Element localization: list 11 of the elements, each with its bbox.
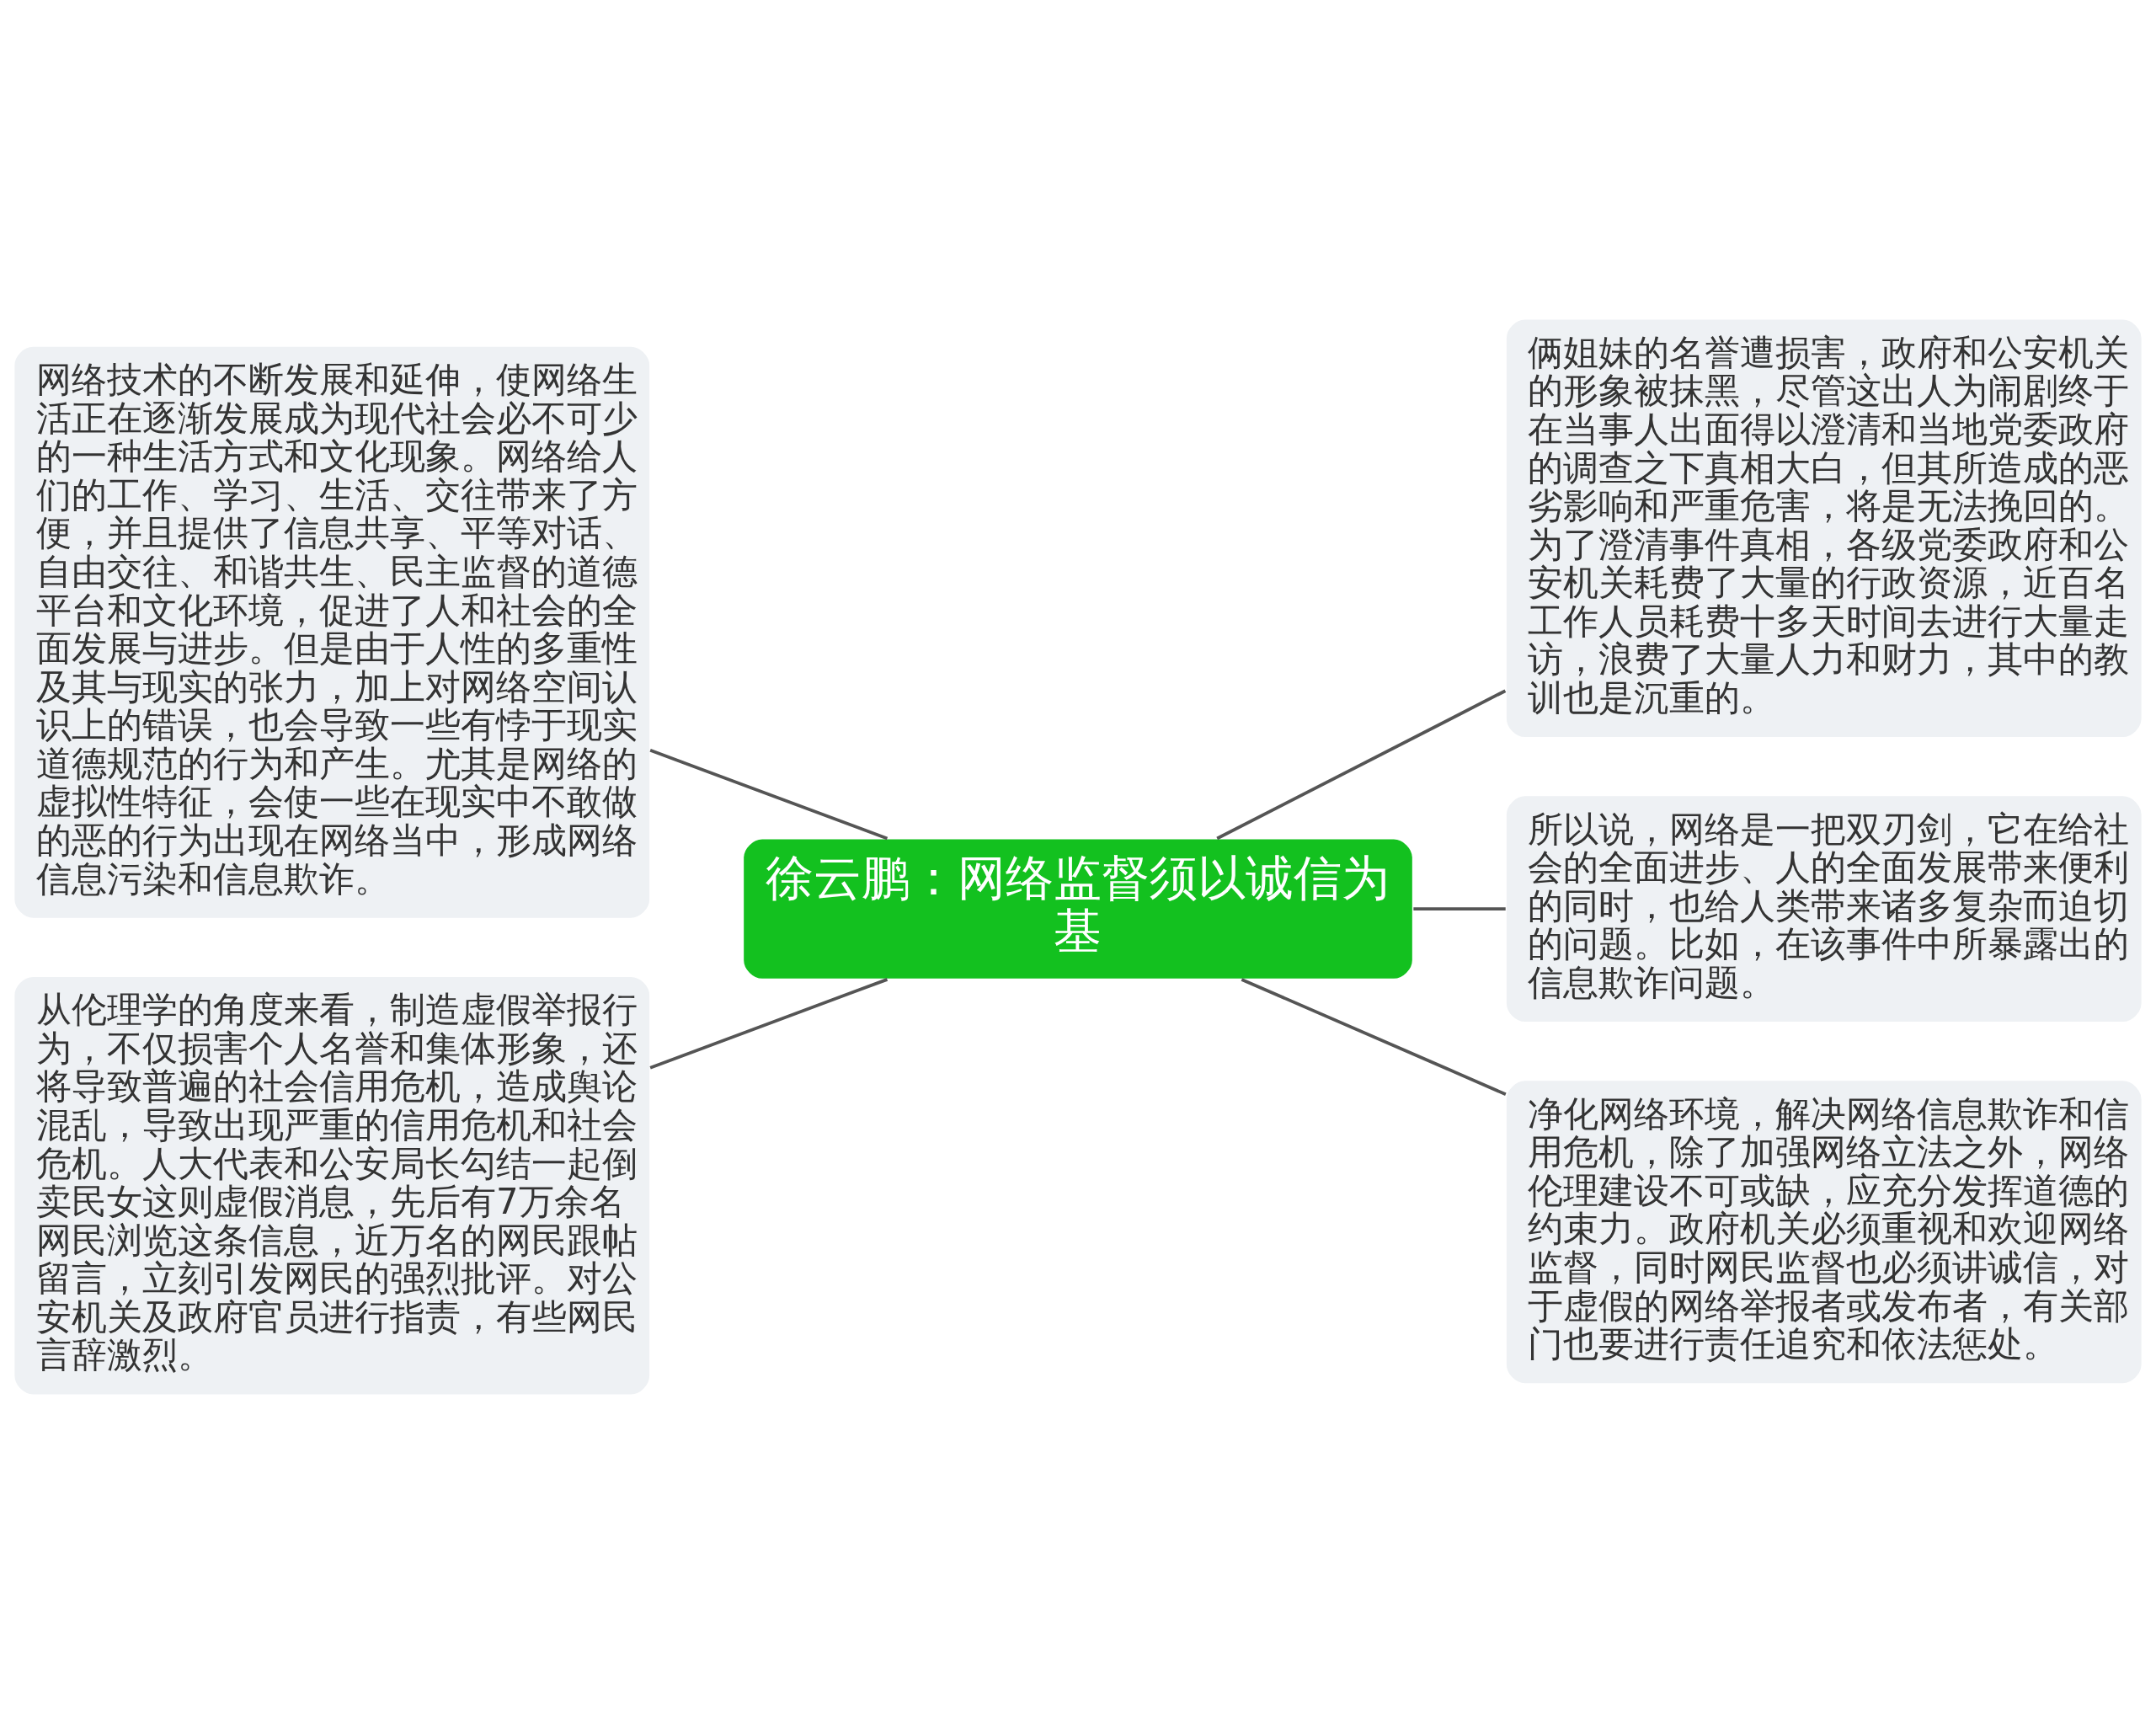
connector [649, 748, 889, 841]
node-box: 徐云鹏：网络监督须以诚信为基 [742, 837, 1414, 980]
node-box: 网络技术的不断发展和延伸，使网络生活正在逐渐发展成为现代社会必不可少的一种生活方式和文化现象。网络给人们的工作、学习、生活、交往带来了方便，并且提供了信息共享、平等对话、自由交往、和谐共生、民主监督的道德平台和文化环境，促进了人和社会的全面发展与进步。但是由于人性的多重性及其与现实的张力，加上对网络空间认识上的错误，也会导致一些有悖于现实道德规范的行为和产生。尤其是网络的虚拟性特征，会使一些在现实中不敢做的恶的行为出现在网络当中，形成网络信息污染和信息欺诈。 [13, 344, 652, 920]
node-box: 从伦理学的角度来看，制造虚假举报行为，不仅损害个人名誉和集体形象，还将导致普遍的社会信用危机，造成舆论混乱，导致出现严重的信用危机和社会危机。人大代表和公安局长勾结一起倒卖民女这则虚假消息，先后有7万余名网民浏览这条信息，近万名的网民跟帖留言，立刻引发网民的强烈批评。对公安机关及政府官员进行指责，有些网民言辞激烈。 [13, 975, 652, 1396]
connector [1413, 907, 1506, 911]
node-box: 所以说，网络是一把双刃剑，它在给社会的全面进步、人的全面发展带来便利的同时，也给人类带来诸多复杂而迫切的问题。比如，在该事件中所暴露出的信息欺诈问题。 [1504, 794, 2143, 1023]
connector [1241, 978, 1507, 1096]
connector [649, 978, 889, 1070]
node-box: 俩姐妹的名誉遭损害，政府和公安机关的形象被抹黑，尽管这出人为闹剧终于在当事人出面得以澄清和当地党委政府的调查之下真相大白，但其所造成的恶劣影响和严重危害，将是无法挽回的。为了澄清事件真相，各级党委政府和公安机关耗费了大量的行政资源，近百名工作人员耗费十多天时间去进行大量走访，浪费了大量人力和财力，其中的教训也是沉重的。 [1504, 318, 2143, 739]
connector [1216, 689, 1507, 841]
node-box: 净化网络环境，解决网络信息欺诈和信用危机，除了加强网络立法之外，网络伦理建设不可或缺，应充分发挥道德的约束力。政府机关必须重视和欢迎网络监督，同时网民监督也必须讲诚信，对于虚假的网络举报者或发布者，有关部门也要进行责任追究和依法惩处。 [1504, 1079, 2143, 1386]
